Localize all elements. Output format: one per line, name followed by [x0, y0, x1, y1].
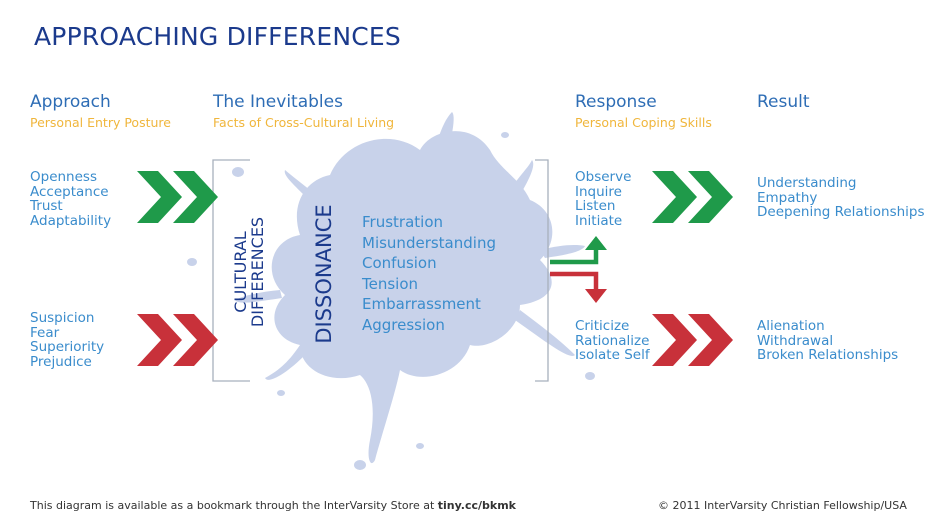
approach-column-header: Approach Personal Entry Posture — [30, 92, 171, 130]
list-item: Superiority — [30, 339, 105, 355]
list-item: Observe — [575, 169, 632, 185]
splat-drop — [489, 243, 507, 257]
list-item: Acceptance — [30, 183, 109, 200]
green-chevron-icon — [652, 171, 697, 223]
list-item: Listen — [575, 198, 616, 214]
positive-result-chevrons — [652, 171, 733, 223]
list-item: Broken Relationships — [757, 347, 899, 363]
result-positive-list: Understanding Empathy Deepening Relation… — [757, 176, 925, 220]
list-item: Criticize — [575, 318, 630, 334]
list-item: Initiate — [575, 212, 623, 229]
list-item: Isolate Self — [575, 347, 650, 363]
response-subheading: Personal Coping Skills — [575, 115, 712, 130]
list-item: Adaptability — [30, 212, 112, 229]
list-item: Inquire — [575, 183, 622, 200]
list-item: Understanding — [757, 175, 857, 191]
list-item: Aggression — [362, 315, 445, 334]
list-item: Suspicion — [30, 310, 95, 326]
list-item: Misunderstanding — [362, 233, 496, 252]
splat-body — [271, 131, 553, 464]
splat-drop — [354, 460, 366, 470]
red-chevron-icon — [173, 314, 218, 366]
result-negative-list: Alienation Withdrawal Broken Relationshi… — [757, 319, 898, 363]
footer-note-text: This diagram is available as a bookmark … — [30, 499, 438, 512]
response-negative-list: Criticize Rationalize Isolate Self — [575, 319, 650, 363]
red-chevron-icon — [688, 314, 733, 366]
footer-copyright: © 2011 InterVarsity Christian Fellowship… — [658, 499, 907, 512]
approach-positive-list: Openness Acceptance Trust Adaptability — [30, 170, 111, 228]
footer-link[interactable]: tiny.cc/bkmk — [437, 499, 516, 512]
response-positive-list: Observe Inquire Listen Initiate — [575, 170, 631, 228]
green-chevron-icon — [688, 171, 733, 223]
list-item: Openness — [30, 169, 97, 185]
approach-subheading: Personal Entry Posture — [30, 115, 171, 130]
list-item: Deepening Relationships — [757, 204, 925, 220]
splat-arm-right — [540, 245, 585, 258]
list-item: Empathy — [757, 189, 818, 206]
splat-drop — [501, 132, 509, 138]
list-item: Fear — [30, 324, 60, 341]
red-chevron-icon — [137, 314, 182, 366]
splat-drop — [232, 167, 244, 177]
response-column-header: Response Personal Coping Skills — [575, 92, 712, 130]
splat-arm-bottom-left — [265, 345, 305, 380]
left-bracket — [212, 159, 250, 382]
list-item: Withdrawal — [757, 332, 834, 349]
splat-arm-upper-left — [284, 170, 310, 196]
fork-up-arrow-icon — [550, 236, 607, 265]
splat-drop — [187, 258, 197, 266]
splat-arm-right-top — [510, 160, 534, 195]
splat-arm-right-bottom — [515, 310, 575, 356]
list-item: Rationalize — [575, 332, 650, 349]
approach-heading: Approach — [30, 92, 111, 112]
inevitables-subheading: Facts of Cross-Cultural Living — [213, 115, 395, 130]
positive-approach-chevrons — [137, 171, 218, 223]
list-item: Alienation — [757, 318, 825, 334]
dissonance-label: DISSONANCE — [312, 204, 336, 344]
page-title: APPROACHING DIFFERENCES — [34, 22, 401, 51]
list-item: Embarrassment — [362, 295, 481, 314]
negative-result-chevrons — [652, 314, 733, 366]
splat-arm-top — [435, 112, 454, 152]
green-chevron-icon — [137, 171, 182, 223]
list-item: Prejudice — [30, 353, 92, 370]
result-column-header: Result — [757, 92, 810, 112]
cultural-differences-label: CULTURAL DIFFERENCES — [231, 192, 272, 352]
green-chevron-icon — [173, 171, 218, 223]
result-heading: Result — [757, 92, 810, 112]
splat-drop — [277, 390, 285, 396]
list-item: Frustration — [362, 213, 443, 231]
cultural-line-1: CULTURAL — [231, 231, 250, 313]
list-item: Confusion — [362, 254, 437, 273]
cultural-line-2: DIFFERENCES — [248, 216, 267, 328]
red-chevron-icon — [652, 314, 697, 366]
response-heading: Response — [575, 92, 657, 112]
list-item: Trust — [30, 198, 63, 214]
splat-arm-left — [235, 290, 282, 303]
splat-drop — [416, 443, 424, 449]
list-item: Tension — [362, 274, 419, 293]
splat-drop — [585, 372, 595, 380]
inevitables-column-header: The Inevitables Facts of Cross-Cultural … — [213, 92, 394, 130]
right-bracket — [535, 159, 549, 382]
inevitables-heading: The Inevitables — [213, 92, 343, 112]
dissonance-list: Frustration Misunderstanding Confusion T… — [362, 212, 496, 336]
approach-negative-list: Suspicion Fear Superiority Prejudice — [30, 311, 104, 369]
fork-down-arrow-icon — [550, 271, 607, 303]
negative-approach-chevrons — [137, 314, 218, 366]
footer-note: This diagram is available as a bookmark … — [30, 499, 516, 512]
